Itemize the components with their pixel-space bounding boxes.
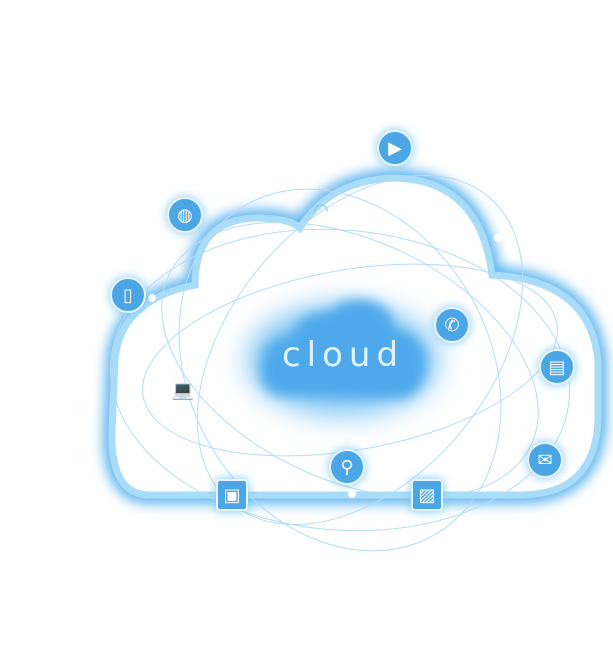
- orbit-dots: [148, 234, 502, 498]
- inner-cloud: [261, 299, 426, 398]
- globe-icon: ◍: [167, 197, 203, 233]
- mobile-chat-icon: ▯: [110, 277, 146, 313]
- location-pin-icon: ⚲: [329, 449, 365, 485]
- cloud-label: cloud: [281, 335, 405, 375]
- contacts-icon: ▤: [539, 349, 575, 385]
- wifi-icon: ◠: [313, 199, 329, 221]
- laptop-icon: 💻: [171, 379, 195, 401]
- image-icon: ▨: [411, 479, 443, 511]
- video-icon: ▶: [377, 130, 413, 166]
- contact-card-icon: ▣: [216, 479, 248, 511]
- mail-icon: ✉: [527, 442, 563, 478]
- phone-icon: ✆: [434, 307, 470, 343]
